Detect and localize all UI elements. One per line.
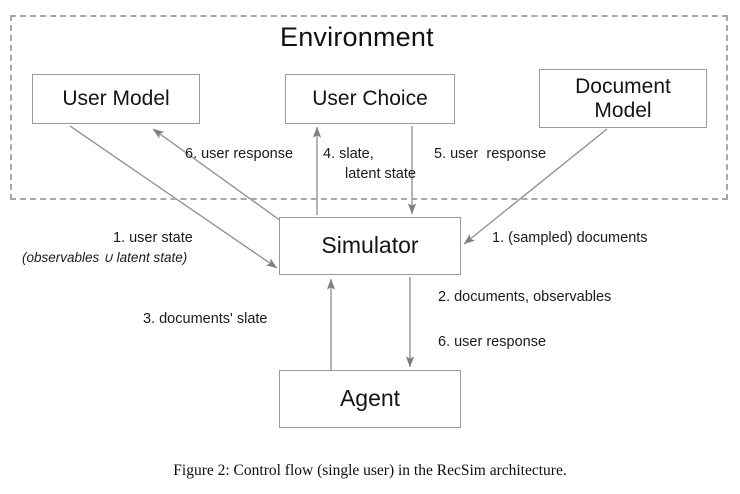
figure-caption: Figure 2: Control flow (single user) in …	[173, 462, 567, 479]
node-document-model[interactable]: Document Model	[539, 69, 707, 128]
label-user-response-bottom: 6. user response	[438, 334, 547, 350]
environment-frame	[10, 15, 728, 200]
arrow-simulator-to-user-model	[152, 128, 282, 222]
label-documents-slate: 3. documents' slate	[143, 311, 268, 327]
arrow-doc-model-to-simulator	[463, 128, 608, 245]
node-user-model[interactable]: User Model	[32, 74, 200, 124]
node-simulator[interactable]: Simulator	[279, 217, 461, 275]
arrow-group	[69, 125, 608, 372]
label-user-response-top: 6. user response	[185, 146, 294, 162]
label-user-state-sub: (observables ∪ latent state)	[22, 250, 188, 265]
arrow-user-model-to-simulator	[69, 125, 278, 269]
label-documents-observables: 2. documents, observables	[438, 289, 612, 305]
label-slate-line1: 4. slate,	[323, 146, 374, 162]
label-sampled-documents: 1. (sampled) documents	[492, 230, 648, 246]
node-document-model-line2: Model	[594, 98, 652, 122]
label-user-state: 1. user state	[113, 230, 193, 246]
node-document-model-line1: Document	[575, 74, 671, 98]
label-user-response-5: 5. user response	[434, 146, 547, 162]
node-user-choice[interactable]: User Choice	[285, 74, 455, 124]
node-agent[interactable]: Agent	[279, 370, 461, 428]
label-slate-line2: latent state	[345, 166, 416, 182]
environment-title: Environment	[280, 22, 434, 52]
